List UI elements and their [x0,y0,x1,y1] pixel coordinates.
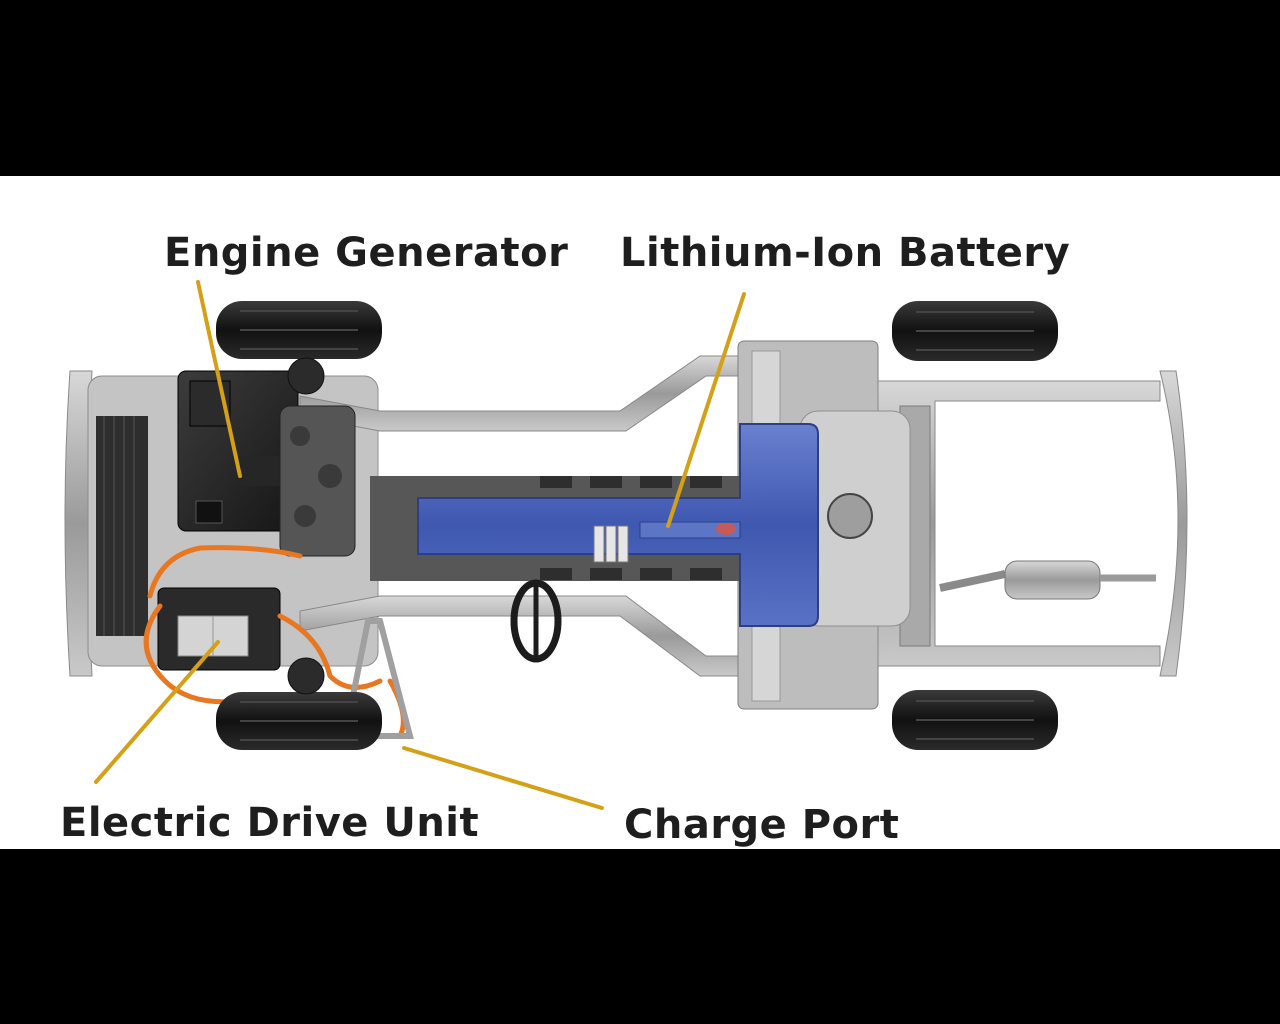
leader-line-engine-generator [196,280,242,478]
muffler [1004,560,1101,600]
letterbox-top [0,0,1280,176]
rear-right-tire [892,690,1058,750]
hv-cable-2 [143,603,243,705]
diagram-canvas: Engine Generator Lithium-Ion Battery Ele… [0,176,1280,849]
letterbox-bottom [0,849,1280,1024]
label-charge-port: Charge Port [624,802,900,848]
leader-line-charge-port [402,746,604,810]
steering-wheel [510,579,562,663]
front-right-tire [216,692,382,750]
label-electric-drive-unit: Electric Drive Unit [60,800,480,846]
rear-bumper [1159,370,1188,677]
chassis-illustration [64,280,1188,810]
hv-cable-3 [277,613,383,690]
lithium-ion-battery-pack [417,423,819,627]
radiator [96,416,148,636]
label-engine-generator: Engine Generator [164,230,569,276]
leader-line-lithium-ion-battery [666,292,746,528]
rear-left-tire [892,301,1058,361]
front-left-tire [216,301,382,359]
hv-cable-1 [147,545,303,599]
label-lithium-ion-battery: Lithium-Ion Battery [620,230,1071,276]
leader-line-electric-drive-unit [94,640,220,784]
